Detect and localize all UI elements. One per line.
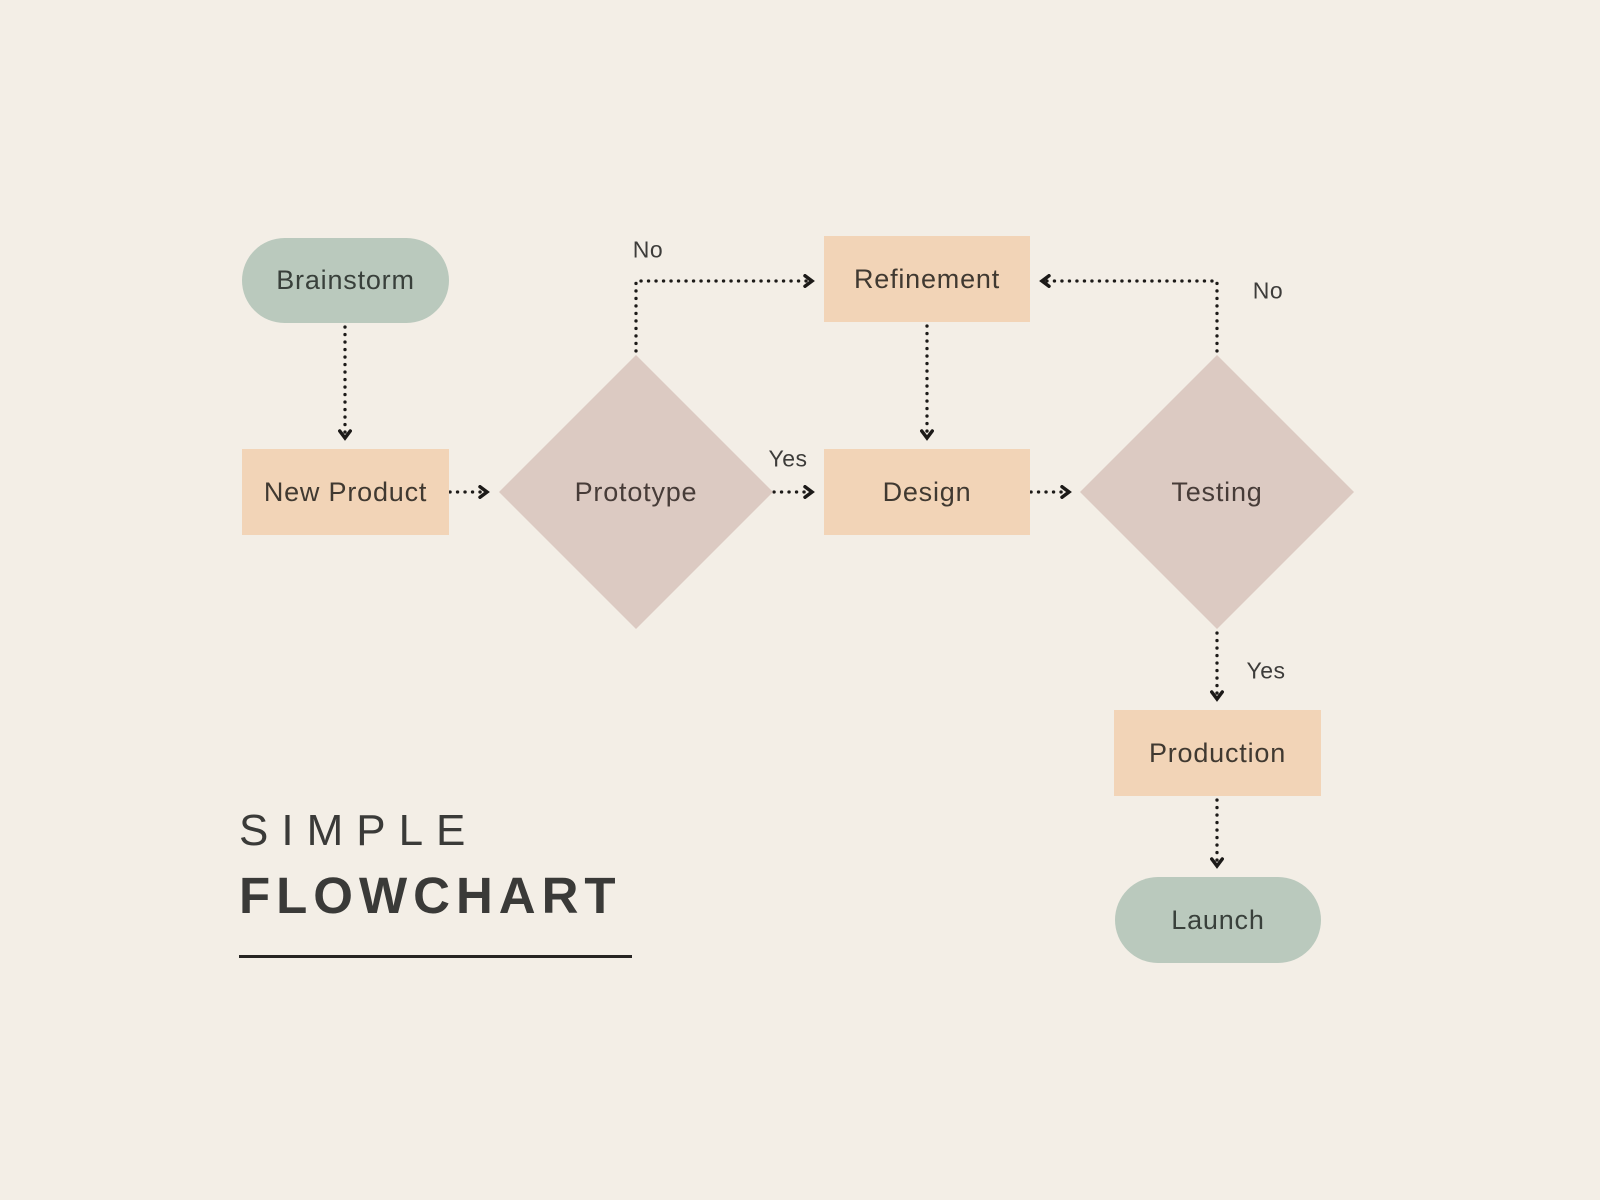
node-production-label: Production bbox=[1148, 737, 1287, 768]
edge-label-testing-yes: Yes bbox=[1246, 657, 1286, 684]
node-testing: Testing bbox=[1080, 355, 1354, 629]
title-underline bbox=[239, 955, 632, 959]
node-launch: Launch bbox=[1115, 877, 1321, 963]
edge-testing-refinement bbox=[1039, 274, 1219, 353]
node-launch-label: Launch bbox=[1171, 904, 1265, 935]
node-testing-label: Testing bbox=[1171, 476, 1263, 507]
node-design-label: Design bbox=[882, 476, 972, 507]
edge-prototype-refinement bbox=[634, 274, 815, 353]
node-design: Design bbox=[824, 449, 1030, 535]
edge-label-testing-no: No bbox=[1252, 277, 1284, 304]
node-new-product-label: New Product bbox=[263, 476, 428, 507]
edge-label-prototype-no: No bbox=[632, 236, 664, 263]
title-line-1: SIMPLE bbox=[239, 806, 479, 855]
node-prototype: Prototype bbox=[499, 355, 773, 629]
edge-label-prototype-yes: Yes bbox=[768, 445, 808, 472]
chart-title: SIMPLE FLOWCHART bbox=[239, 806, 632, 959]
node-production: Production bbox=[1114, 710, 1321, 796]
node-refinement-label: Refinement bbox=[853, 263, 1001, 294]
node-new-product: New Product bbox=[242, 449, 449, 535]
node-brainstorm-label: Brainstorm bbox=[276, 265, 415, 295]
node-prototype-label: Prototype bbox=[574, 476, 698, 507]
title-line-2: FLOWCHART bbox=[239, 866, 622, 924]
node-refinement: Refinement bbox=[824, 236, 1030, 322]
node-brainstorm: Brainstorm bbox=[242, 238, 449, 323]
